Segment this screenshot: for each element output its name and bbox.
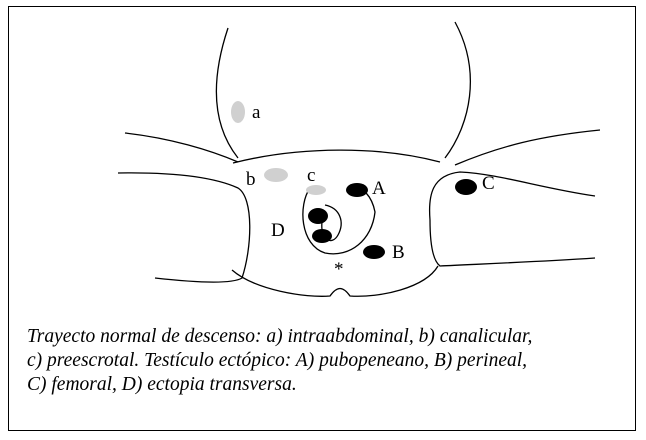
body-outline	[118, 22, 600, 296]
right-thigh	[430, 172, 595, 266]
right-inguinal-fold	[455, 130, 600, 165]
label-b: b	[246, 169, 256, 190]
testis-A-pubopeneano	[346, 183, 368, 197]
caption-line-3: C) femoral, D) ectopia transversa.	[27, 374, 297, 395]
pubic-upper-line	[233, 150, 440, 163]
caption-line-2: c) preescrotal. Testículo ectópico: A) p…	[27, 350, 527, 371]
testis-a-intraabdominal	[231, 101, 245, 123]
testis-B-perineal	[363, 245, 385, 259]
left-thigh	[118, 173, 250, 282]
figure-caption: Trayecto normal de descenso: a) intraabd…	[27, 325, 627, 397]
testis-b-canalicular	[264, 168, 288, 182]
left-inguinal-fold	[125, 133, 238, 162]
label-B: B	[392, 242, 405, 263]
testis-C-femoral	[455, 179, 477, 195]
label-C: C	[482, 173, 495, 194]
testis-c-preescrotal	[306, 185, 326, 195]
asterisk-marker: *	[334, 259, 344, 280]
label-c: c	[307, 165, 315, 186]
label-D: D	[271, 220, 285, 241]
testis-D-transverse-1	[308, 208, 328, 224]
caption-line-1: Trayecto normal de descenso: a) intraabd…	[27, 326, 532, 347]
label-a: a	[252, 102, 261, 123]
abdomen-left-contour	[216, 28, 238, 158]
abdomen-right-contour	[445, 22, 470, 158]
testis-D-transverse-2	[312, 229, 332, 243]
label-A: A	[372, 178, 386, 199]
